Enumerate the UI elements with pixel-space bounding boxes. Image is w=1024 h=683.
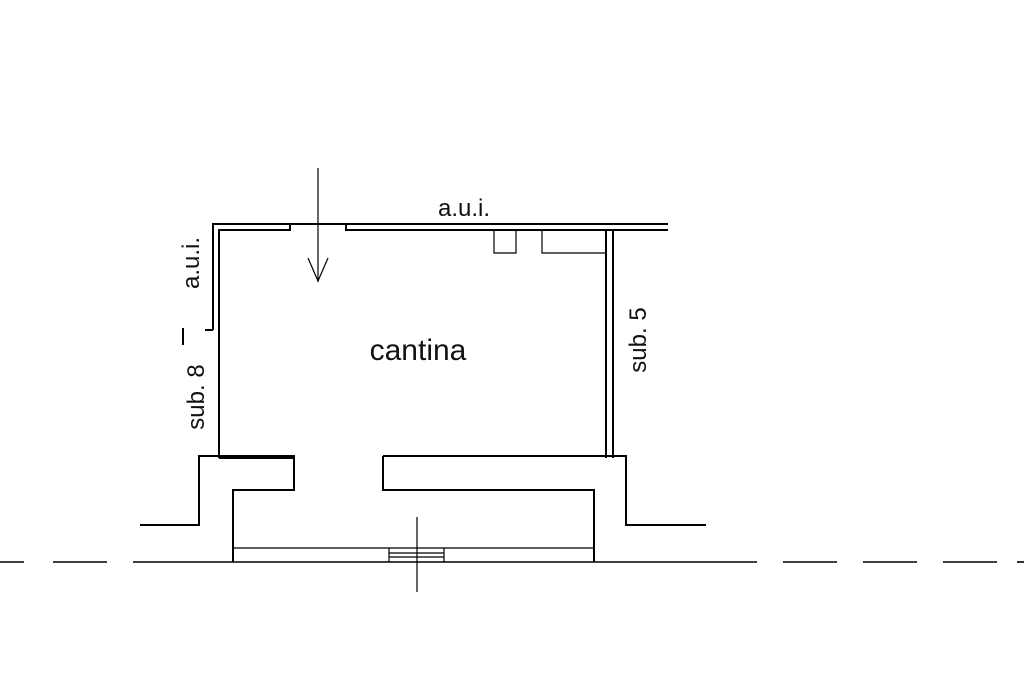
wall-fixtures — [493, 230, 606, 254]
right-neighbor-label: sub. 5 — [625, 307, 652, 372]
top-neighbor-label: a.u.i. — [438, 195, 490, 222]
left-wall — [182, 230, 220, 458]
right-wall — [605, 230, 614, 458]
room-label: cantina — [370, 334, 467, 367]
entry-arrow-icon — [307, 168, 329, 283]
bottom-wall — [140, 455, 706, 562]
entrance-threshold — [233, 547, 594, 562]
left-bottom-neighbor-label: sub. 8 — [183, 364, 210, 429]
left-top-neighbor-label: a.u.i. — [178, 237, 205, 289]
